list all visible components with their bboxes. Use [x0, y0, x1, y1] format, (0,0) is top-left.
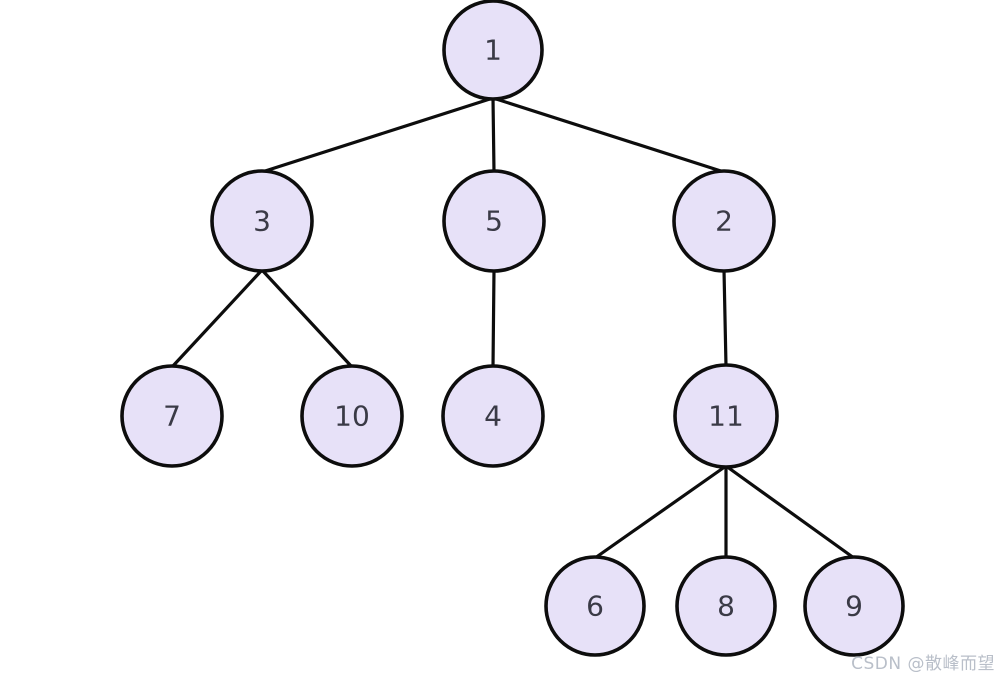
tree-node-7: 7	[120, 364, 224, 468]
tree-node-11: 11	[673, 363, 779, 469]
tree-edge-11-6	[593, 464, 728, 560]
tree-node-circle-9	[803, 555, 905, 657]
tree-node-label-3: 3	[253, 205, 271, 238]
tree-edge-3-10	[260, 268, 354, 369]
tree-node-label-10: 10	[334, 400, 370, 433]
tree-node-4: 4	[441, 364, 545, 468]
tree-node-circle-7	[120, 364, 224, 468]
tree-node-circle-11	[673, 363, 779, 469]
tree-edge-1-3	[260, 96, 495, 174]
tree-node-label-1: 1	[484, 34, 502, 67]
tree-node-label-11: 11	[708, 400, 744, 433]
tree-node-circle-2	[672, 169, 776, 273]
csdn-watermark: CSDN @散峰而望	[851, 654, 995, 674]
tree-edge-11-9	[724, 464, 856, 560]
tree-node-10: 10	[300, 364, 404, 468]
tree-edge-1-2	[491, 96, 726, 174]
tree-nodes-layer: 1 3 5 2 7 10 4 11 6 8 9	[120, 0, 905, 657]
tree-node-5: 5	[442, 169, 546, 273]
tree-node-label-2: 2	[715, 205, 733, 238]
tree-edge-2-11	[722, 268, 728, 368]
tree-node-circle-6	[544, 555, 646, 657]
tree-node-label-8: 8	[717, 590, 735, 623]
tree-node-8: 8	[675, 555, 777, 657]
tree-node-3: 3	[210, 169, 314, 273]
tree-node-circle-1	[442, 0, 544, 101]
tree-node-label-9: 9	[845, 590, 863, 623]
tree-edge-5-4	[491, 268, 496, 369]
tree-edge-1-5	[491, 96, 496, 174]
tree-edge-3-7	[170, 268, 264, 369]
tree-node-9: 9	[803, 555, 905, 657]
tree-node-circle-5	[442, 169, 546, 273]
tree-node-label-4: 4	[484, 400, 502, 433]
tree-node-label-6: 6	[586, 590, 604, 623]
tree-node-label-7: 7	[163, 400, 181, 433]
tree-node-1: 1	[442, 0, 544, 101]
tree-node-circle-10	[300, 364, 404, 468]
tree-node-2: 2	[672, 169, 776, 273]
tree-node-label-5: 5	[485, 205, 503, 238]
tree-node-circle-8	[675, 555, 777, 657]
tree-node-circle-3	[210, 169, 314, 273]
tree-node-circle-4	[441, 364, 545, 468]
tree-edges-layer	[170, 96, 856, 560]
tree-node-6: 6	[544, 555, 646, 657]
